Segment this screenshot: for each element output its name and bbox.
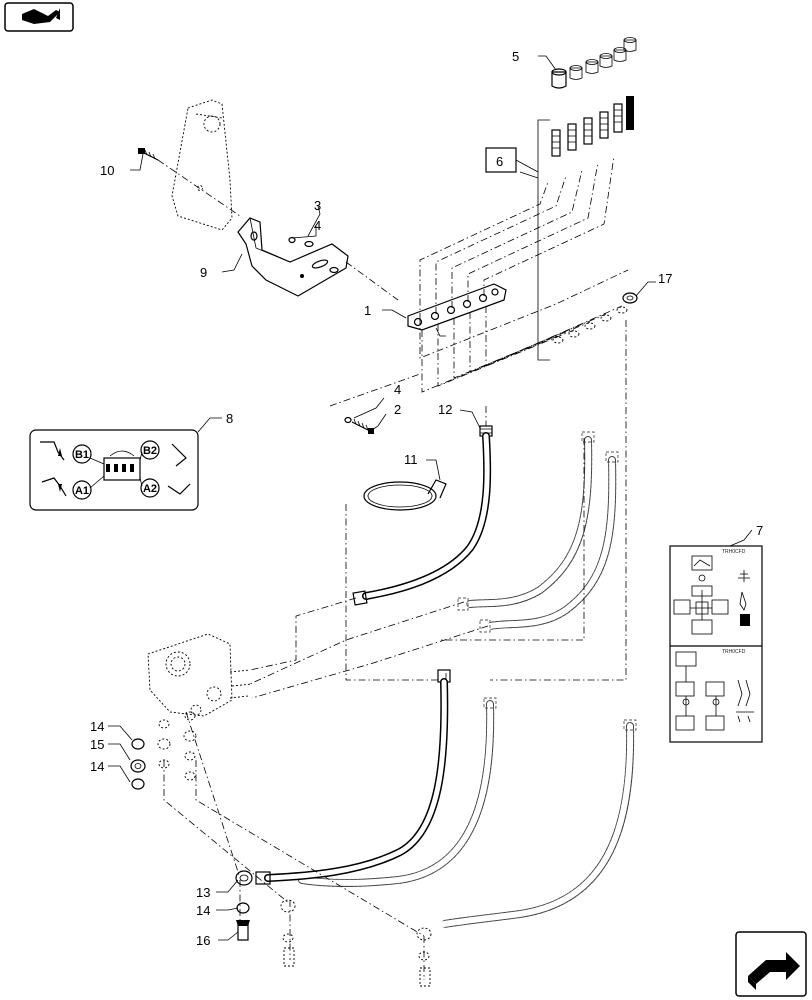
hose-ghost-lower xyxy=(298,697,637,928)
callout-13: 13 xyxy=(196,885,210,900)
item-6-bracket xyxy=(519,119,550,361)
callout-numbers: 10 5 6 3 4 9 1 4 2 12 11 17 8 7 14 15 14… xyxy=(90,49,763,948)
decal-label-b2: B2 xyxy=(143,445,157,457)
mount-plate-ghost xyxy=(171,99,233,231)
callout-16: 16 xyxy=(196,933,210,948)
bolt-part xyxy=(344,416,374,434)
callout-12: 12 xyxy=(438,402,452,417)
decal-label-a1: A1 xyxy=(75,485,89,497)
callout-4b: 4 xyxy=(394,382,401,397)
routing-lines-upper xyxy=(329,155,629,407)
decal-label-a2: A2 xyxy=(143,483,157,495)
callout-3: 3 xyxy=(314,198,321,213)
valve-body-part xyxy=(147,633,253,717)
callout-10: 10 xyxy=(100,163,114,178)
callout-14a: 14 xyxy=(90,719,104,734)
coupler-row-top xyxy=(551,96,634,157)
manifold-block-part xyxy=(407,283,507,337)
decal-8-panel: B1 A1 B2 A2 xyxy=(29,429,199,511)
decal-tag-bottom: TRH0CFD xyxy=(722,649,746,655)
next-page-arrow-icon[interactable] xyxy=(735,931,807,997)
decal-label-b1: B1 xyxy=(75,449,89,461)
callout-14c: 14 xyxy=(196,903,210,918)
callout-8: 8 xyxy=(226,411,233,426)
hose-ghost-right xyxy=(457,431,619,633)
callout-7: 7 xyxy=(756,523,763,538)
callout-2: 2 xyxy=(394,402,401,417)
banjo-fitting-part xyxy=(235,870,432,987)
bracket-part xyxy=(237,217,349,297)
item-6-box xyxy=(485,147,539,173)
routing-lines-lower xyxy=(163,320,627,980)
washer-row-ghost xyxy=(552,306,628,344)
nut-part xyxy=(288,236,314,248)
callout-5: 5 xyxy=(512,49,519,64)
cable-tie-part xyxy=(363,479,447,511)
decal-7-panel: TRH0CFD TRH0CFD xyxy=(669,545,763,743)
callout-15: 15 xyxy=(90,737,104,752)
hose-part-lower xyxy=(255,669,451,885)
callout-9: 9 xyxy=(200,265,207,280)
decal-tag-top: TRH0CFD xyxy=(722,549,746,555)
o-ring-stack xyxy=(130,711,197,790)
callout-1: 1 xyxy=(364,303,371,318)
callout-6: 6 xyxy=(496,154,503,169)
callout-leaders xyxy=(108,55,753,941)
callout-17: 17 xyxy=(658,271,672,286)
callout-4a: 4 xyxy=(314,218,321,233)
dust-cap-row xyxy=(551,37,637,89)
book-reference-icon[interactable] xyxy=(4,2,74,32)
callout-11: 11 xyxy=(404,452,418,467)
screw-part xyxy=(138,148,159,161)
callout-14b: 14 xyxy=(90,759,104,774)
washer-part xyxy=(622,292,638,304)
hose-part xyxy=(352,432,492,606)
